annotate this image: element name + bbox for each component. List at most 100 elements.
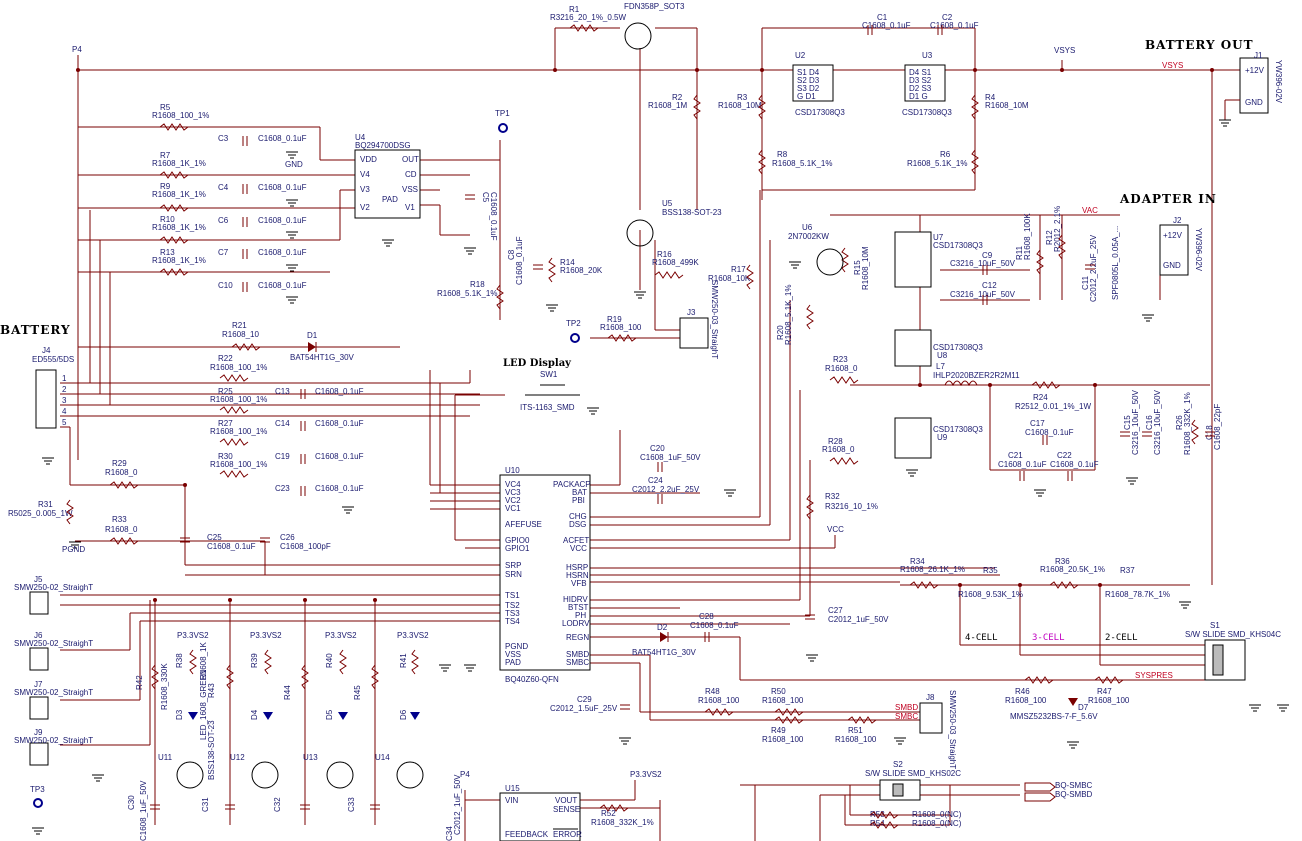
svg-text:R34: R34 <box>910 557 925 566</box>
svg-text:R2: R2 <box>672 93 683 102</box>
svg-text:D2 S3: D2 S3 <box>909 84 932 93</box>
svg-text:R1608_0: R1608_0 <box>825 364 858 373</box>
svg-text:CSD17308Q3: CSD17308Q3 <box>795 108 845 117</box>
svg-text:C6: C6 <box>218 216 229 225</box>
svg-text:BSS138-SOT-23: BSS138-SOT-23 <box>662 208 722 217</box>
connector-j5: J5 SMW250-02_StraighT <box>14 575 93 615</box>
svg-text:C1608_0.1uF: C1608_0.1uF <box>862 21 911 30</box>
net-bq-smbc: BQ-SMBC <box>1055 781 1093 790</box>
svg-text:C2: C2 <box>942 13 953 22</box>
svg-text:+12V: +12V <box>1163 231 1183 240</box>
svg-text:U5: U5 <box>662 199 673 208</box>
svg-text:R1608_100: R1608_100 <box>1005 696 1047 705</box>
svg-text:V2: V2 <box>360 203 370 212</box>
svg-text:C1608_0.1uF: C1608_0.1uF <box>489 192 498 241</box>
connector-j6: J6 SMW250-02_StraighT <box>14 631 93 671</box>
svg-text:R45: R45 <box>353 685 362 700</box>
svg-text:C25: C25 <box>207 533 222 542</box>
svg-text:R46: R46 <box>1015 687 1030 696</box>
ic-u10: U10 BQ40Z60-QFN VC4 VC3 VC2 VC1 AFEFUSE … <box>499 466 591 684</box>
svg-text:C26: C26 <box>280 533 295 542</box>
svg-text:C2012_2.2uF_25V: C2012_2.2uF_25V <box>1089 234 1098 302</box>
svg-text:R1608_1M: R1608_1M <box>648 101 687 110</box>
connector-j1: J1 +12V GND YW396-02V <box>1224 51 1283 120</box>
svg-text:BSS138-SOT-23: BSS138-SOT-23 <box>207 720 216 780</box>
svg-text:R1608_100: R1608_100 <box>762 696 804 705</box>
svg-text:PGND: PGND <box>62 545 85 554</box>
svg-text:J6: J6 <box>34 631 43 640</box>
svg-text:R3216_10_1%: R3216_10_1% <box>825 502 878 511</box>
svg-text:R4: R4 <box>985 93 996 102</box>
svg-text:CSD17308Q3: CSD17308Q3 <box>933 425 983 434</box>
svg-text:C13: C13 <box>275 387 290 396</box>
svg-text:CSD17308Q3: CSD17308Q3 <box>933 343 983 352</box>
svg-text:OUT: OUT <box>402 155 419 164</box>
svg-text:C33: C33 <box>347 797 356 812</box>
svg-text:R1608_100: R1608_100 <box>762 735 804 744</box>
svg-text:PACKACP: PACKACP <box>553 480 591 489</box>
svg-text:R37: R37 <box>1120 566 1135 575</box>
svg-text:C1608_0.1uF: C1608_0.1uF <box>315 484 364 493</box>
svg-text:C11: C11 <box>1081 275 1090 290</box>
svg-text:LODRV: LODRV <box>562 619 590 628</box>
svg-text:C3216_10uF_50V: C3216_10uF_50V <box>950 290 1016 299</box>
svg-text:C21: C21 <box>1008 451 1023 460</box>
net-p4-bottom: P4 <box>460 770 470 779</box>
connector-j8: J8 SMW250-03_StraighT <box>919 690 957 769</box>
svg-text:R28: R28 <box>828 437 843 446</box>
svg-text:D6: D6 <box>399 709 408 720</box>
svg-text:C3216_10uF_50V: C3216_10uF_50V <box>1153 389 1162 455</box>
svg-text:SMBC: SMBC <box>566 658 589 667</box>
connector-j4: J4 ED555/5DS 12 34 5 <box>32 346 74 429</box>
svg-text:R35: R35 <box>983 566 998 575</box>
svg-text:R1608_499K: R1608_499K <box>652 258 699 267</box>
svg-text:C1608_22pF: C1608_22pF <box>1213 404 1222 450</box>
svg-text:R3: R3 <box>737 93 748 102</box>
svg-text:R7: R7 <box>160 151 171 160</box>
svg-text:R1608_10M: R1608_10M <box>861 246 870 290</box>
mosfet-u8: U8 CSD17308Q3 <box>894 329 983 367</box>
battery-heading: BATTERY <box>0 323 71 337</box>
svg-text:J5: J5 <box>34 575 43 584</box>
svg-text:D7: D7 <box>1078 703 1089 712</box>
svg-text:SPF0805L_0.05A_...: SPF0805L_0.05A_... <box>1111 226 1120 300</box>
svg-text:U2: U2 <box>795 51 806 60</box>
ic-u15: U15 VIN VOUT SENSE FEEDBACK ERROR <box>499 784 582 841</box>
svg-text:D5: D5 <box>325 709 334 720</box>
svg-text:D3: D3 <box>175 709 184 720</box>
svg-text:VOUT: VOUT <box>555 796 577 805</box>
svg-text:5: 5 <box>62 418 67 427</box>
svg-text:L7: L7 <box>936 362 945 371</box>
svg-text:J7: J7 <box>34 680 43 689</box>
svg-text:R1: R1 <box>569 5 580 14</box>
svg-text:R25: R25 <box>218 387 233 396</box>
svg-text:R1608_10: R1608_10 <box>222 330 259 339</box>
svg-text:R21: R21 <box>232 321 247 330</box>
svg-text:R23: R23 <box>833 355 848 364</box>
svg-text:SMW250-02_StraighT: SMW250-02_StraighT <box>14 583 93 592</box>
svg-text:S1: S1 <box>1210 621 1220 630</box>
svg-text:DSG: DSG <box>569 520 586 529</box>
svg-text:2: 2 <box>62 385 67 394</box>
net-p33-2: P3.3VS2 <box>250 631 282 640</box>
svg-text:GPIO0: GPIO0 <box>505 536 530 545</box>
svg-text:C16: C16 <box>1145 415 1154 430</box>
net-syspres: SYSPRES <box>1135 671 1173 680</box>
svg-text:V1: V1 <box>405 203 415 212</box>
svg-text:R42: R42 <box>135 675 144 690</box>
svg-text:C1608_0.1uF: C1608_0.1uF <box>1025 428 1074 437</box>
svg-text:R32: R32 <box>825 492 840 501</box>
svg-text:BAT: BAT <box>572 488 587 497</box>
adapter-in-heading: ADAPTER IN <box>1119 192 1217 206</box>
svg-text:R10: R10 <box>160 215 175 224</box>
net-smbc: SMBC <box>895 712 918 721</box>
svg-text:PAD: PAD <box>505 658 521 667</box>
svg-text:R53: R53 <box>870 810 885 819</box>
svg-text:D2: D2 <box>657 623 668 632</box>
svg-text:R6: R6 <box>940 150 951 159</box>
svg-text:D4 S1: D4 S1 <box>909 68 932 77</box>
svg-text:R1608_100: R1608_100 <box>600 323 642 332</box>
svg-text:R50: R50 <box>771 687 786 696</box>
svg-text:R20: R20 <box>776 325 785 340</box>
svg-text:C10: C10 <box>218 281 233 290</box>
